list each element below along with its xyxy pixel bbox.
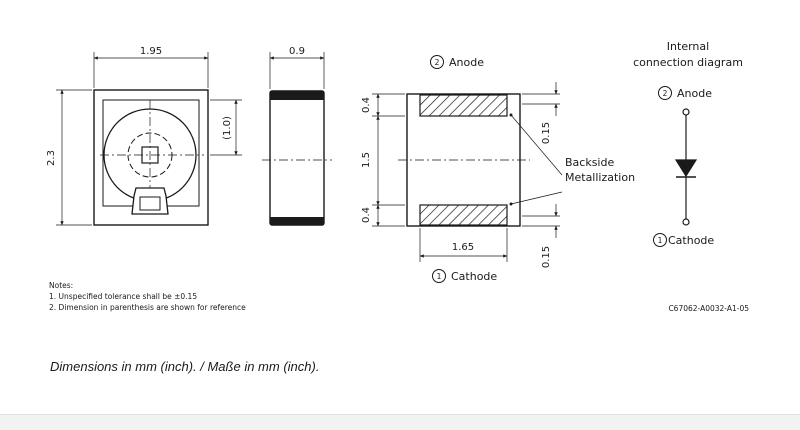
- circuit-anode-label: Anode: [677, 87, 712, 100]
- bottom-dimensions: [372, 82, 563, 262]
- dim-middle-label: 1.5: [361, 152, 372, 168]
- backside-label-line1: Backside: [565, 156, 614, 169]
- dim-pad-bottom-label: 0.4: [361, 207, 372, 223]
- package-outline: [93, 89, 209, 226]
- anode-pad: [419, 94, 508, 117]
- leader-dot-top: [509, 113, 513, 117]
- dim-width-label: 1.95: [140, 46, 162, 57]
- footer-bar: [0, 414, 800, 430]
- side-top-band: [270, 91, 324, 100]
- notes-line-1: 1. Unspecified tolerance shall be ±0.15: [49, 292, 197, 301]
- anode-terminal: [682, 108, 690, 116]
- cathode-number-circle: [432, 269, 446, 283]
- diode-triangle: [674, 159, 698, 178]
- cathode-number: 1: [437, 272, 442, 281]
- dim-height-label: 2.3: [46, 150, 57, 166]
- dim-pad-top-label: 0.4: [361, 97, 372, 113]
- side-dimensions: [269, 52, 325, 89]
- side-bottom-band: [270, 217, 324, 225]
- notes-line-2: 2. Dimension in parenthesis are shown fo…: [49, 303, 246, 312]
- circuit-anode-number: 2: [663, 89, 668, 98]
- part-number: C67062-A0032-A1-05: [668, 304, 749, 313]
- dim-metal-bottom-label: 0.15: [541, 246, 552, 268]
- side-view: [262, 90, 332, 226]
- front-dimensions: [56, 52, 242, 226]
- cathode-tab: [131, 187, 169, 215]
- anode-number: 2: [435, 58, 440, 67]
- cathode-tab-inner: [139, 196, 161, 211]
- internal-title-line1: Internal: [667, 40, 709, 53]
- notes-heading: Notes:: [49, 281, 73, 290]
- dimensions-caption: Dimensions in mm (inch). / Maße in mm (i…: [50, 359, 320, 374]
- front-view: [93, 89, 209, 226]
- dim-side-width-label: 0.9: [289, 46, 305, 57]
- cathode-terminal: [682, 218, 690, 226]
- backside-label-line2: Metallization: [565, 171, 635, 184]
- cathode-pad-label: Cathode: [451, 270, 497, 283]
- anode-pad-label: Anode: [449, 56, 484, 69]
- internal-title-line2: connection diagram: [633, 56, 743, 69]
- bottom-view: [398, 93, 530, 227]
- circuit-cathode-number-circle: [653, 233, 667, 247]
- diode-symbol: [674, 108, 698, 226]
- dim-ref-label: (1.0): [222, 116, 233, 140]
- dim-metal-top-label: 0.15: [541, 122, 552, 144]
- circuit-cathode-label: Cathode: [668, 234, 714, 247]
- circuit-anode-number-circle: [658, 86, 672, 100]
- leader-dot-bottom: [509, 202, 513, 206]
- anode-number-circle: [430, 55, 444, 69]
- side-outline: [269, 90, 325, 226]
- circuit-cathode-number: 1: [658, 236, 663, 245]
- dim-pad-length-label: 1.65: [452, 242, 474, 253]
- cathode-pad: [419, 204, 508, 226]
